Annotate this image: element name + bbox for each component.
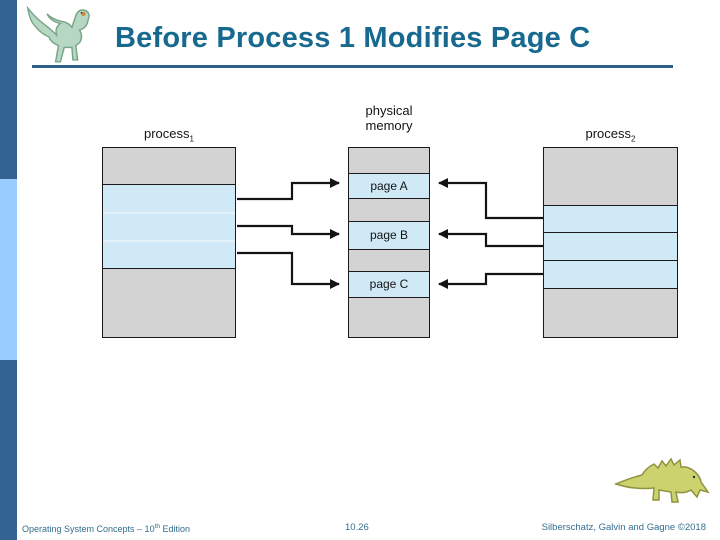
footer-page-number: 10.26 xyxy=(345,522,369,533)
process2-subscript: 2 xyxy=(631,134,636,144)
page-b-label: page B xyxy=(369,228,409,242)
process1-page-divider xyxy=(103,212,235,214)
physical-memory-label: physical memory xyxy=(365,103,413,133)
dinosaur-logo-icon xyxy=(26,5,90,63)
arrow-p2-to-page-b xyxy=(438,229,543,248)
process1-page-divider xyxy=(103,240,235,242)
arrow-p1-to-page-a xyxy=(237,178,340,201)
memory-free-frame xyxy=(349,297,429,337)
footer-book-title: Operating System Concepts – 10th Edition xyxy=(22,523,191,534)
process1-label: process1 xyxy=(144,126,194,144)
accent-bar-top-segment xyxy=(0,0,17,179)
process1-unmapped-bottom xyxy=(103,268,235,337)
process2-unmapped-top xyxy=(544,148,677,205)
accent-bar-bottom-segment xyxy=(0,360,17,540)
title-underline xyxy=(32,65,673,68)
process1-subscript: 1 xyxy=(189,134,194,144)
memory-free-frame xyxy=(349,148,429,173)
memory-frame-page-b: page B xyxy=(349,221,429,249)
page-c-label: page C xyxy=(369,277,409,291)
arrow-p2-to-page-c xyxy=(438,272,543,289)
process2-label: process2 xyxy=(585,126,636,144)
process1-address-space xyxy=(102,147,236,338)
process2-shared-page-row3 xyxy=(544,260,677,288)
physical-memory-column: page A page B page C xyxy=(348,147,430,338)
memory-frame-page-a: page A xyxy=(349,173,429,198)
memory-free-frame xyxy=(349,249,429,271)
process2-address-space xyxy=(543,147,678,338)
arrow-p1-to-page-b xyxy=(237,224,340,239)
process2-shared-page-row2 xyxy=(544,232,677,260)
arrow-p1-to-page-c xyxy=(237,251,340,289)
page-a-label: page A xyxy=(370,179,408,193)
process2-shared-page-row1 xyxy=(544,205,677,232)
dinosaur-logo-small-icon xyxy=(614,457,710,503)
accent-bar-middle-segment xyxy=(0,179,17,360)
process2-unmapped-bottom xyxy=(544,288,677,337)
page-title: Before Process 1 Modifies Page C xyxy=(115,22,591,54)
memory-frame-page-c: page C xyxy=(349,271,429,297)
process1-shared-pages-block xyxy=(103,184,235,268)
arrow-p2-to-page-a xyxy=(438,178,543,220)
memory-free-frame xyxy=(349,198,429,221)
footer-credits: Silberschatz, Galvin and Gagne ©2018 xyxy=(541,522,706,533)
process1-unmapped-top xyxy=(103,148,235,184)
left-accent-bar xyxy=(0,0,17,540)
